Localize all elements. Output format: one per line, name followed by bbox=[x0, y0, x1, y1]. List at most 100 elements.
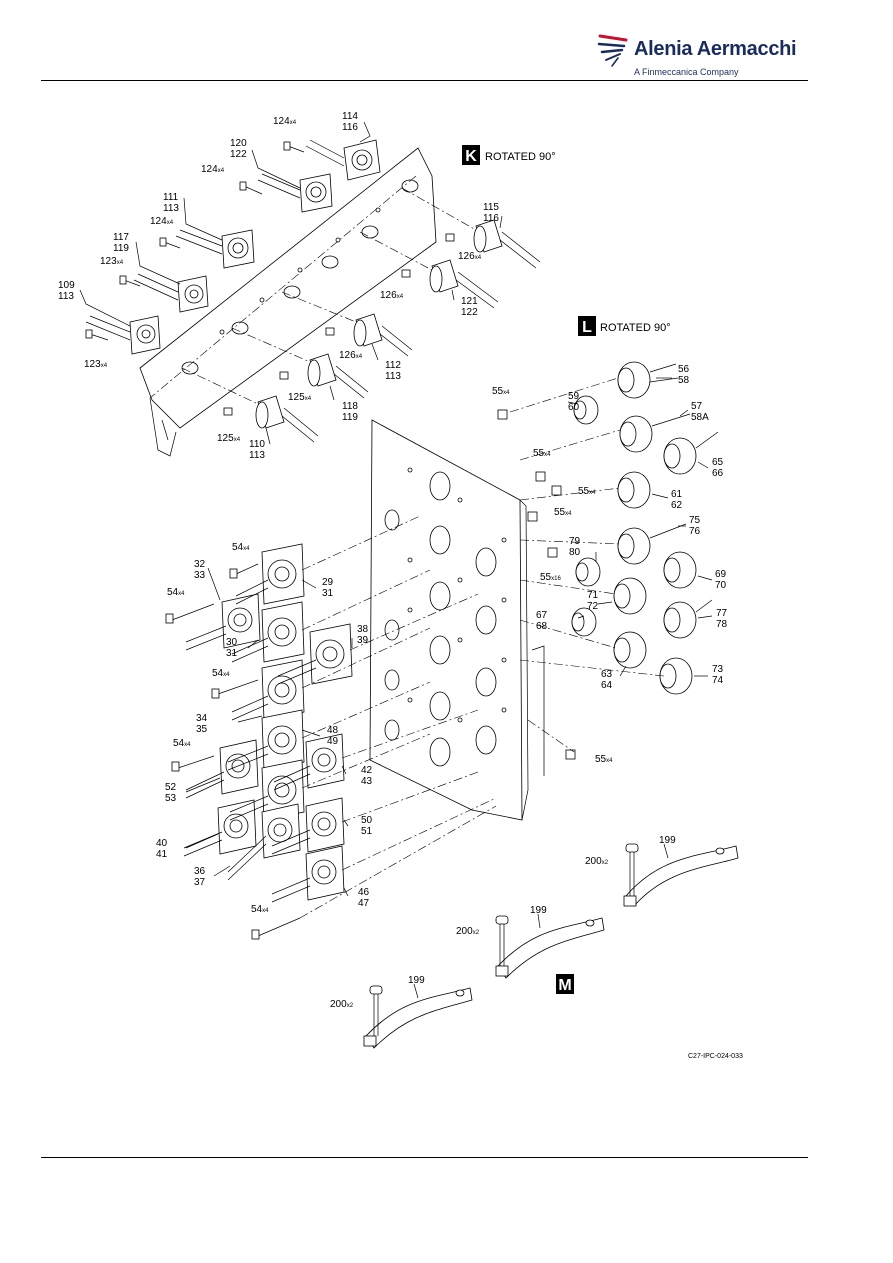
svg-text:59: 59 bbox=[568, 391, 580, 402]
svg-text:74: 74 bbox=[712, 675, 724, 686]
svg-text:118: 118 bbox=[342, 401, 358, 412]
svg-text:31: 31 bbox=[226, 648, 238, 659]
svg-text:30: 30 bbox=[226, 637, 238, 648]
svg-text:116: 116 bbox=[483, 213, 499, 224]
svg-text:35: 35 bbox=[196, 724, 208, 735]
svg-text:113: 113 bbox=[249, 450, 265, 461]
svg-text:113: 113 bbox=[58, 291, 74, 302]
view-letter-m: M bbox=[558, 977, 571, 994]
ref-label: 199 bbox=[530, 905, 547, 916]
svg-text:65: 65 bbox=[712, 457, 724, 468]
footer-divider bbox=[41, 1157, 808, 1158]
svg-text:115: 115 bbox=[483, 202, 499, 213]
ref-label: 126x4 bbox=[458, 251, 482, 262]
right-alignment-lines bbox=[509, 377, 665, 776]
svg-text:53: 53 bbox=[165, 793, 177, 804]
svg-text:43: 43 bbox=[361, 776, 373, 787]
svg-text:113: 113 bbox=[385, 371, 401, 382]
svg-text:80: 80 bbox=[569, 547, 581, 558]
ref-label: 123x4 bbox=[100, 256, 124, 267]
upper-backshells bbox=[255, 219, 541, 443]
svg-text:119: 119 bbox=[342, 412, 358, 423]
leader-lines bbox=[79, 121, 713, 999]
svg-text:51: 51 bbox=[361, 826, 373, 837]
svg-text:36: 36 bbox=[194, 866, 206, 877]
svg-text:111: 111 bbox=[163, 192, 179, 203]
svg-text:58: 58 bbox=[678, 375, 690, 386]
ref-label: 124x4 bbox=[273, 116, 297, 127]
svg-text:113: 113 bbox=[163, 203, 179, 214]
company-logo: Alenia Aermacchi A Finmeccanica Company bbox=[596, 24, 797, 80]
single-ref-labels: 124x4 124x4 124x4 123x4 123x4 126x4 126x… bbox=[84, 116, 676, 1010]
ref-label: 199 bbox=[659, 835, 676, 846]
svg-text:56: 56 bbox=[678, 364, 690, 375]
svg-text:40: 40 bbox=[156, 838, 168, 849]
left-alignment-lines bbox=[299, 515, 497, 919]
svg-text:48: 48 bbox=[327, 725, 339, 736]
svg-text:75: 75 bbox=[689, 515, 701, 526]
svg-text:120: 120 bbox=[230, 138, 247, 149]
svg-text:57: 57 bbox=[691, 401, 703, 412]
left-flange-connectors bbox=[217, 543, 353, 901]
svg-text:41: 41 bbox=[156, 849, 168, 860]
ref-label: 55x4 bbox=[595, 754, 613, 765]
svg-text:58A: 58A bbox=[691, 412, 709, 423]
view-marker-l: L ROTATED 90° bbox=[578, 316, 671, 336]
left-screws bbox=[165, 563, 301, 940]
figure-code: C27-IPC-024-033 bbox=[688, 1053, 743, 1060]
svg-text:63: 63 bbox=[601, 669, 613, 680]
upper-panel bbox=[139, 147, 437, 457]
svg-text:49: 49 bbox=[327, 736, 339, 747]
ref-label: 199 bbox=[408, 975, 425, 986]
svg-text:121: 121 bbox=[461, 296, 478, 307]
view-caption-k: ROTATED 90° bbox=[485, 151, 556, 163]
svg-text:47: 47 bbox=[358, 898, 370, 909]
svg-text:78: 78 bbox=[716, 619, 728, 630]
svg-text:64: 64 bbox=[601, 680, 613, 691]
svg-text:116: 116 bbox=[342, 122, 358, 133]
svg-text:112: 112 bbox=[385, 360, 401, 371]
view-marker-m: M bbox=[556, 974, 574, 994]
svg-text:42: 42 bbox=[361, 765, 373, 776]
svg-text:122: 122 bbox=[461, 307, 478, 318]
svg-text:50: 50 bbox=[361, 815, 373, 826]
view-letter-l: L bbox=[582, 319, 592, 336]
ref-label: 126x4 bbox=[339, 350, 363, 361]
view-caption-l: ROTATED 90° bbox=[600, 322, 671, 334]
svg-text:117: 117 bbox=[113, 232, 129, 243]
brand-subtitle: A Finmeccanica Company bbox=[634, 67, 739, 77]
svg-text:33: 33 bbox=[194, 570, 206, 581]
main-plate bbox=[369, 419, 529, 821]
ref-label: 123x4 bbox=[84, 359, 108, 370]
svg-text:66: 66 bbox=[712, 468, 724, 479]
ref-label: 55x4 bbox=[533, 448, 551, 459]
logo-swoosh-icon bbox=[597, 34, 628, 67]
ref-label: 124x4 bbox=[201, 164, 225, 175]
ref-label: 54x4 bbox=[167, 587, 185, 598]
straps bbox=[363, 843, 739, 1049]
ref-label: 54x4 bbox=[212, 668, 230, 679]
svg-text:119: 119 bbox=[113, 243, 129, 254]
upper-alignment-lines bbox=[149, 175, 477, 405]
ref-label: 55x4 bbox=[554, 507, 572, 518]
